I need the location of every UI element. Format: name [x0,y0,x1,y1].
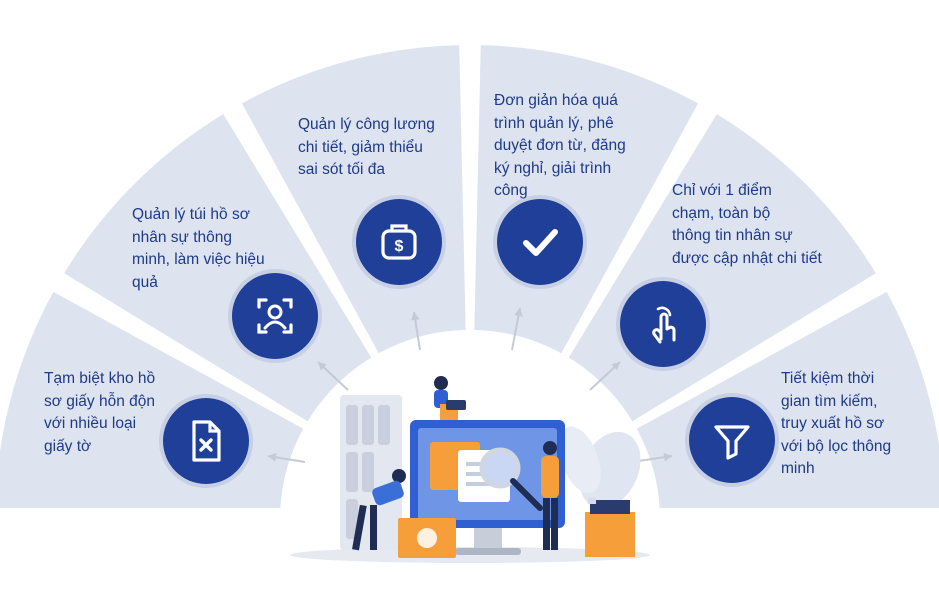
item-line: chạm, toàn bộ [672,204,771,222]
item-label: Quản lý túi hồ sơ nhân sự thông minh, là… [132,204,265,294]
office-illustration [290,376,650,563]
item-line: giấy tờ [44,437,92,455]
item-line: với nhiều loại [44,415,137,432]
item-line: Quản lý túi hồ sơ [132,206,250,223]
item-line: Chỉ với 1 điểm [672,182,772,199]
item-label: Đơn giản hóa quá trình quản lý, phê duyệ… [494,90,626,203]
item-label: Tiết kiệm thời gian tìm kiếm, truy xuất … [781,368,891,481]
item-line: thông tin nhân sự [672,227,793,244]
item-line: công [494,182,528,199]
arrow-head [514,308,523,317]
arrow-head [410,312,420,321]
item-line: duyệt đơn từ, đăng [494,137,626,154]
item-icon-circle [620,281,706,367]
item-line: sơ giấy hỗn độn [44,392,155,410]
item-line: nhân sự thông [132,228,233,246]
item-icon-circle: $ [356,199,442,285]
arrow-head [611,362,620,371]
item-line: gian tìm kiếm, [781,392,878,410]
svg-text:$: $ [395,238,404,255]
arrow-head [318,362,327,371]
item-line: truy xuất hồ sơ [781,415,885,432]
item-line: minh [781,460,815,477]
item-line: ký nghỉ, giải trình [494,159,612,177]
item-line: Tiết kiệm thời [781,370,875,387]
item-icon-circle [497,199,583,285]
item-line: với bộ lọc thông [781,437,892,455]
arrow-head [663,452,672,462]
item-line: quả [132,273,158,291]
item-line: chi tiết, giảm thiểu [298,138,423,156]
item-icon-circle [163,398,249,484]
item-line: minh, làm việc hiệu [132,251,265,268]
arrow-head [268,453,277,462]
item-label: Tạm biệt kho hồ sơ giấy hỗn độn với nhiề… [44,368,155,458]
item-icon-circle [689,397,775,483]
item-line: sai sót tối đa [298,161,386,178]
item-line: trình quản lý, phê [494,114,614,132]
item-line: Đơn giản hóa quá [494,92,618,109]
item-label: Quản lý công lương chi tiết, giảm thiểu … [298,114,435,182]
item-line: Quản lý công lương [298,116,435,133]
item-line: Tạm biệt kho hồ [44,370,156,387]
item-icon-circle [232,273,318,359]
item-line: được cập nhật chi tiết [672,249,822,267]
item-label: Chỉ với 1 điểm chạm, toàn bộ thông tin n… [672,180,822,270]
